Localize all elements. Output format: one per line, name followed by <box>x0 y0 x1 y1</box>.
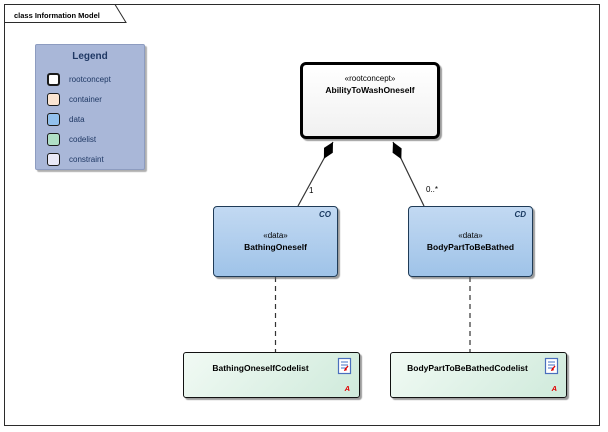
node-name: AbilityToWashOneself <box>325 85 415 95</box>
multiplicity-label-left: 1 <box>309 186 314 195</box>
node-stereotype: «data» <box>263 231 288 240</box>
data-node-bodyparttobebathed[interactable]: CD «data» BodyPartToBeBathed <box>408 206 533 277</box>
node-name: BodyPartToBeBathed <box>426 242 515 252</box>
legend-item-data: data <box>36 109 144 129</box>
node-name: BodyPartToBeBathedCodelist <box>407 363 528 373</box>
rootconcept-node-abilitytowashoneself[interactable]: «rootconcept» AbilityToWashOneself <box>300 62 440 139</box>
legend[interactable]: Legend rootconcept container data codeli… <box>35 44 145 170</box>
constraint-swatch-icon <box>47 152 60 166</box>
data-swatch-icon <box>47 112 60 126</box>
legend-item-constraint: constraint <box>36 149 144 169</box>
diagram-frame-border <box>4 4 600 426</box>
node-name: BathingOneselfCodelist <box>212 363 309 373</box>
legend-item-label: data <box>69 114 85 124</box>
legend-title: Legend <box>72 51 108 62</box>
diagram-title: class Information Model <box>14 11 100 20</box>
legend-item-label: codelist <box>69 134 97 144</box>
legend-items: rootconcept container data codelist cons… <box>36 69 144 169</box>
data-node-bathingoneself[interactable]: CO «data» BathingOneself <box>213 206 338 277</box>
codelist-node-bathingoneselfcodelist[interactable]: BathingOneselfCodelist A <box>183 352 360 398</box>
diagram-tab: class Information Model <box>4 4 130 24</box>
linked-document-icon <box>544 357 559 381</box>
legend-item-rootconcept: rootconcept <box>36 69 144 89</box>
corner-tag: CD <box>514 210 526 219</box>
container-swatch-icon <box>47 92 60 106</box>
codelist-node-bodyparttobebathedcodelist[interactable]: BodyPartToBeBathedCodelist A <box>390 352 567 398</box>
rootconcept-swatch-icon <box>47 72 60 86</box>
diagram-tab-shape <box>4 4 127 23</box>
indicator-a-label: A <box>344 384 350 393</box>
legend-item-label: rootconcept <box>69 74 111 84</box>
indicator-a-label: A <box>551 384 557 393</box>
node-name: BathingOneself <box>244 242 307 252</box>
corner-tag: CO <box>319 210 331 219</box>
legend-item-label: constraint <box>69 154 104 164</box>
legend-item-label: container <box>69 94 102 104</box>
linked-document-icon <box>337 357 352 381</box>
legend-item-codelist: codelist <box>36 129 144 149</box>
legend-item-container: container <box>36 89 144 109</box>
node-stereotype: «rootconcept» <box>344 74 396 83</box>
multiplicity-label-right: 0..* <box>426 185 439 194</box>
node-stereotype: «data» <box>458 231 483 240</box>
codelist-swatch-icon <box>47 132 60 146</box>
